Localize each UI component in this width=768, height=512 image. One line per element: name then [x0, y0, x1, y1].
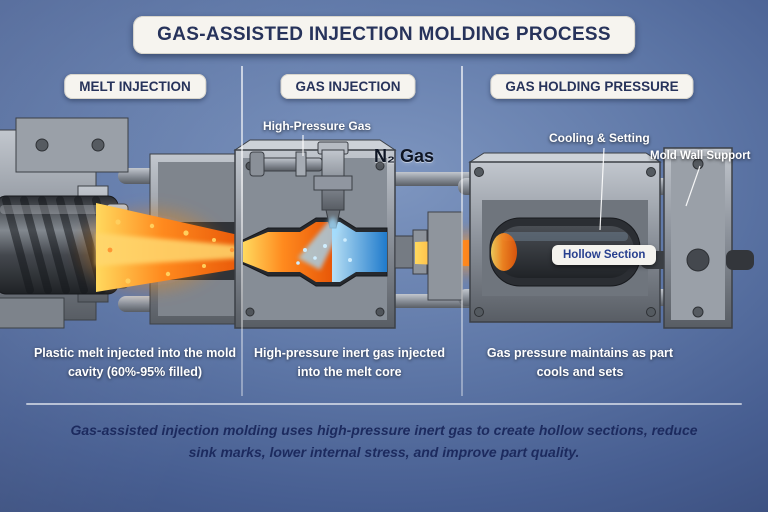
label-cooling-setting: Cooling & Setting	[549, 131, 650, 145]
caption-melt-injection: Plastic melt injected into the mold cavi…	[33, 346, 237, 379]
right-mold-assembly	[427, 147, 754, 329]
stage-header-gas-holding-pressure: GAS HOLDING PRESSURE	[490, 74, 694, 99]
melt-stream	[70, 200, 243, 300]
footer-summary: Gas-assisted injection molding uses high…	[70, 422, 698, 460]
gas-injector-nozzle	[249, 141, 353, 229]
mold-wall-support-block	[663, 147, 733, 329]
gas-spray	[296, 216, 352, 270]
column-divider-1	[241, 66, 243, 396]
footer-divider	[26, 403, 742, 405]
ejector-rod-tip	[726, 250, 754, 270]
leader-lines	[302, 135, 701, 231]
label-hollow-section: Hollow Section	[552, 245, 657, 265]
label-high-pressure-gas: High-Pressure Gas	[263, 119, 372, 133]
caption-gas-injection: High-pressure inert gas injected into th…	[253, 346, 446, 379]
caption-gas-holding-pressure: Gas pressure maintains as part cools and…	[486, 346, 674, 379]
stage-header-melt-injection: MELT INJECTION	[64, 74, 206, 99]
label-mold-wall-support: Mold Wall Support	[650, 150, 751, 162]
stage-header-gas-injection: GAS INJECTION	[280, 74, 416, 99]
column-divider-2	[461, 66, 463, 396]
page-title: GAS-ASSISTED INJECTION MOLDING PROCESS	[133, 16, 635, 54]
label-n2-gas: N₂ Gas	[374, 146, 435, 166]
